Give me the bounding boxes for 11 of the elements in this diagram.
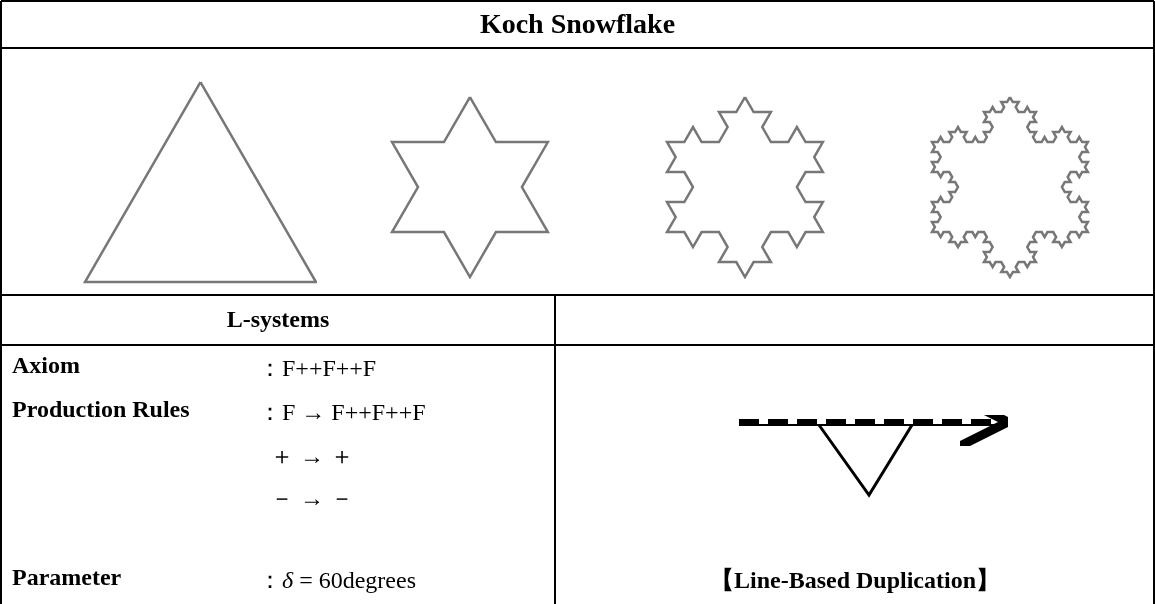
figure-caption: 【Line-Based Duplication】 <box>710 566 1000 595</box>
title: Koch Snowflake <box>479 8 676 40</box>
formula-text: ：F → F++F++F <box>258 398 426 427</box>
formula-text: ＋ → ＋ <box>270 442 354 471</box>
column-header: L-systems <box>226 306 330 333</box>
term-label: Parameter <box>12 564 122 591</box>
formula-text: ：F++F++F <box>258 354 377 383</box>
formula-text: － → － <box>270 484 354 513</box>
term-label: Axiom <box>12 352 80 379</box>
term-label: Production Rules <box>12 396 190 423</box>
formula-text: ：δ = 60degrees <box>258 566 416 595</box>
